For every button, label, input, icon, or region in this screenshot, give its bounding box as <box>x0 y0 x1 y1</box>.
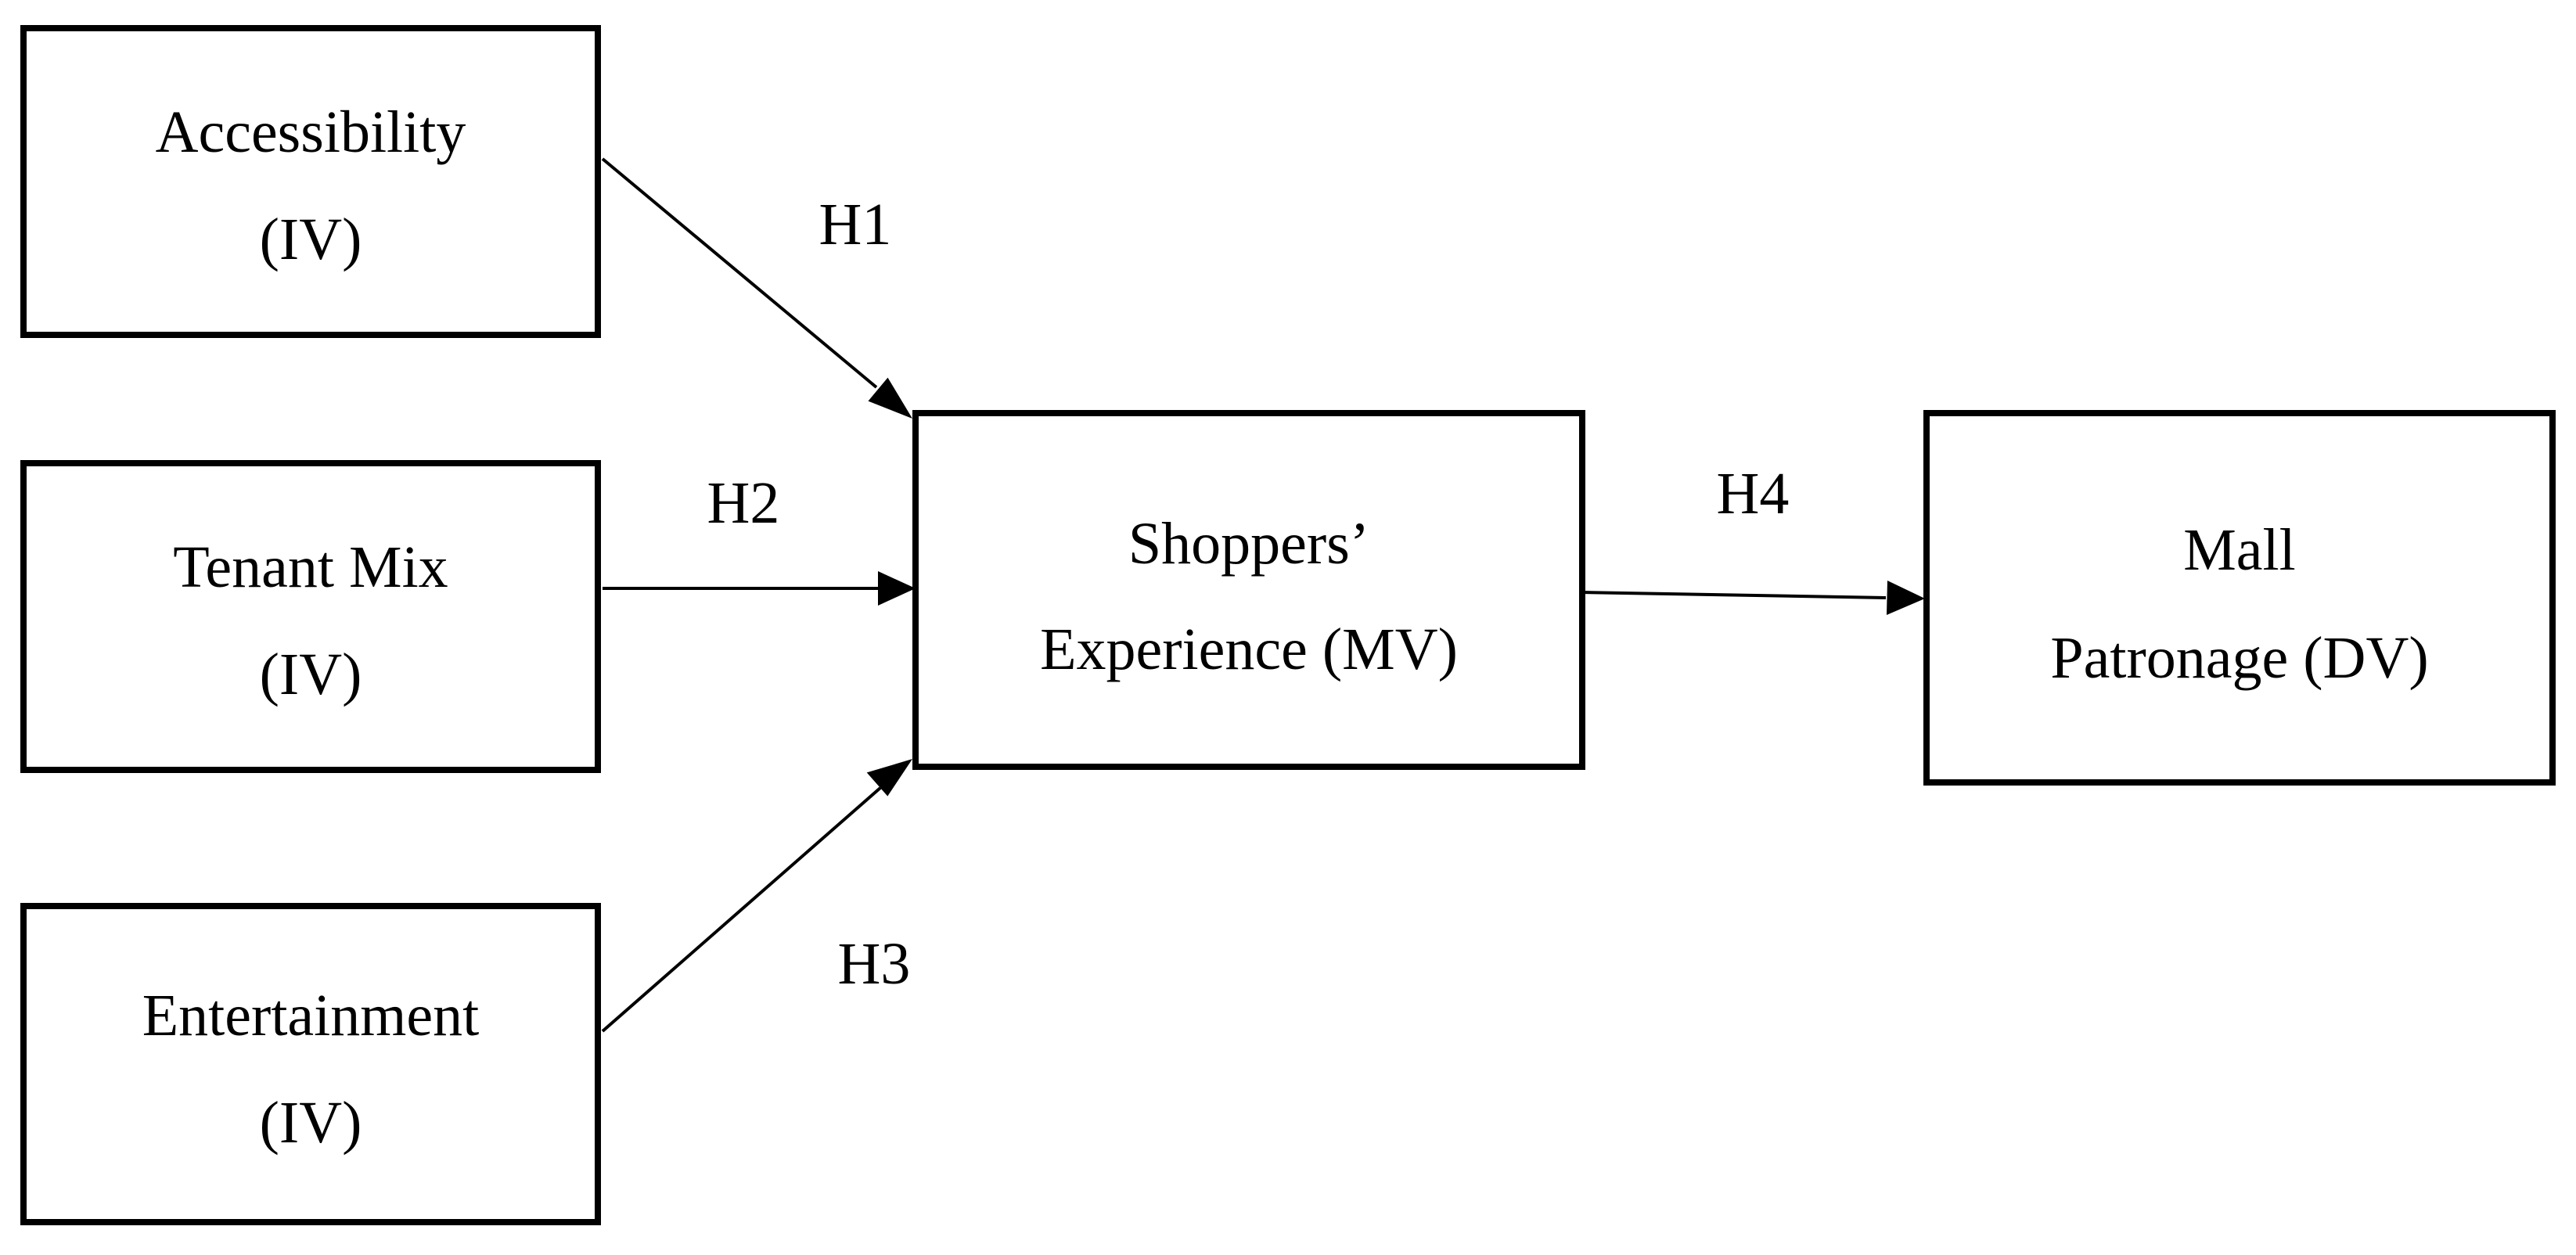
edge-h1-line <box>601 157 878 389</box>
node-accessibility-type: (IV) <box>260 207 362 272</box>
node-accessibility-title: Accessibility <box>156 99 466 165</box>
node-entertainment-title: Entertainment <box>142 983 480 1048</box>
node-entertainment-type: (IV) <box>260 1090 362 1156</box>
node-accessibility-box <box>20 25 601 338</box>
node-shoppers-experience-subtitle: Experience (MV) <box>1040 617 1458 682</box>
node-tenant-mix: Tenant Mix (IV) <box>20 460 601 773</box>
node-mall-patronage-box <box>1923 410 2556 786</box>
edge-h3-line <box>601 786 882 1033</box>
node-mall-patronage-title: Mall <box>2183 517 2296 583</box>
edge-h4 <box>1580 581 1925 615</box>
edge-h4-line <box>1580 591 1887 599</box>
node-mall-patronage-subtitle: Patronage (DV) <box>2050 625 2428 691</box>
node-accessibility: Accessibility (IV) <box>20 25 601 338</box>
edge-h2-arrowhead <box>878 571 916 606</box>
node-shoppers-experience-box <box>912 410 1585 770</box>
node-tenant-mix-title: Tenant Mix <box>173 534 448 600</box>
edge-h2-label: H2 <box>707 470 780 536</box>
edge-h3-arrowhead <box>866 759 912 797</box>
edge-h2 <box>603 571 916 606</box>
node-tenant-mix-type: (IV) <box>260 642 362 707</box>
node-shoppers-experience: Shoppers’ Experience (MV) <box>912 410 1585 770</box>
edge-h1 <box>601 157 912 419</box>
edge-h4-label: H4 <box>1717 461 1790 527</box>
edge-h1-arrowhead <box>868 377 912 419</box>
node-mall-patronage: Mall Patronage (DV) <box>1923 410 2556 786</box>
edge-h4-arrowhead <box>1887 581 1925 615</box>
edge-h3 <box>601 759 912 1033</box>
node-tenant-mix-box <box>20 460 601 773</box>
edge-h1-label: H1 <box>819 192 892 257</box>
node-entertainment: Entertainment (IV) <box>20 903 601 1225</box>
node-entertainment-box <box>20 903 601 1225</box>
node-shoppers-experience-title: Shoppers’ <box>1128 511 1369 577</box>
edge-h3-label: H3 <box>838 931 911 997</box>
